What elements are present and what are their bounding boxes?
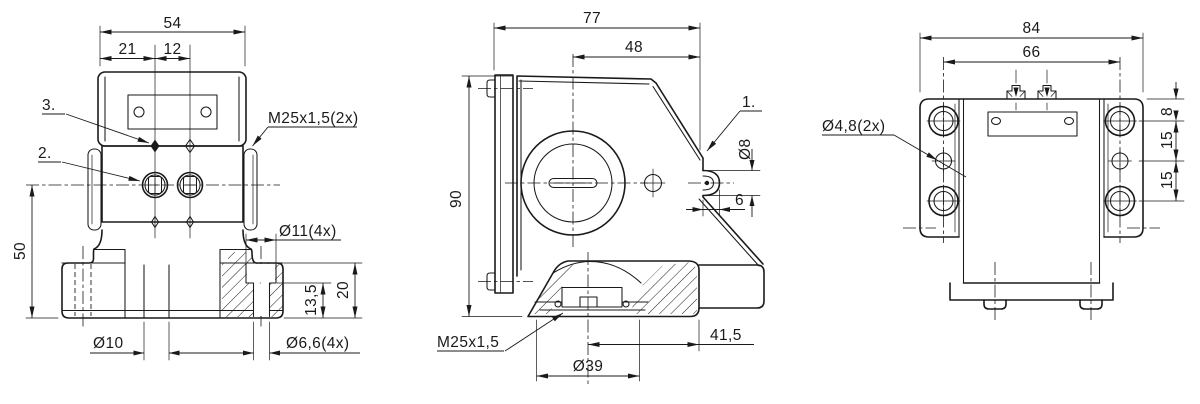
front-view-geometry [26,44,284,329]
nameplate [987,111,1078,137]
leader-item-2 [61,161,141,182]
dim-front-cbore-depth: 13,5 [303,284,320,316]
dim-front-mounting-hole: Ø6,6(4x) [286,335,350,352]
dim-rear-pitch-upper: 15 [1159,131,1176,149]
base-foot-side [698,264,765,309]
gland-rear-right [1037,69,1057,111]
rear-view: 84 66 Ø4,8(2x) 8 15 15 [822,20,1185,320]
diamond-marker-filled [150,139,160,153]
dim-rear-width: 84 [1022,20,1040,37]
side-view: 77 48 90 1. Ø8 6 M25x1,5 Ø39 41,5 [437,10,765,384]
leader-gland-front [252,126,269,147]
bottom-gland [554,286,630,308]
rear-view-geometry [903,57,1160,320]
dim-front-axis-height: 50 [12,242,29,260]
dim-rear-top-offset: 8 [1159,107,1176,116]
cable-gland-boss-right [243,148,258,231]
dim-front-base-height: 20 [335,281,352,299]
label-gland-side: M25x1,5 [437,334,499,351]
diamond-marker-open [184,138,196,154]
side-view-geometry [478,54,765,384]
ref-label-3: 3. [42,97,56,114]
dim-front-center-hole: Ø10 [93,335,124,352]
front-view: 54 21 12 3. 2. M25x1,5(2x) 50 Ø11(4x) 20… [12,15,363,361]
gland-rear-left [1006,69,1026,111]
dim-front-hole-offset: 21 [118,41,136,58]
dim-side-depth: 77 [583,10,601,27]
dim-side-front-depth: 48 [625,39,643,56]
dim-rear-pitch-lower: 15 [1159,171,1176,189]
front-view-dimensions [25,25,363,361]
cable-gland-boss-left [87,148,102,231]
side-view-dimensions [437,22,762,382]
leader-item-1 [706,110,741,152]
dim-side-height: 90 [448,190,465,208]
label-gland-front: M25x1,5(2x) [268,110,359,127]
ref-label-1: 1. [742,94,756,111]
dim-front-counterbore: Ø11(4x) [279,223,337,240]
ref-label-2: 2. [38,145,52,162]
leader-gland-bottom [504,312,564,352]
dim-fixing-hole: Ø4,8(2x) [822,118,886,135]
dim-rear-pitch-h: 66 [1022,44,1040,61]
dim-plunger-dia: Ø8 [737,139,754,160]
dim-plunger-stroke: 6 [735,192,744,209]
rear-view-dimensions [822,32,1185,202]
dim-front-hole-spacing: 12 [163,41,181,58]
dim-gland-dia: Ø39 [573,358,604,375]
dim-base-offset: 41,5 [710,327,742,344]
dim-front-head-width: 54 [163,15,181,32]
mounting-plate [494,74,514,294]
leader-item-3 [65,113,150,144]
